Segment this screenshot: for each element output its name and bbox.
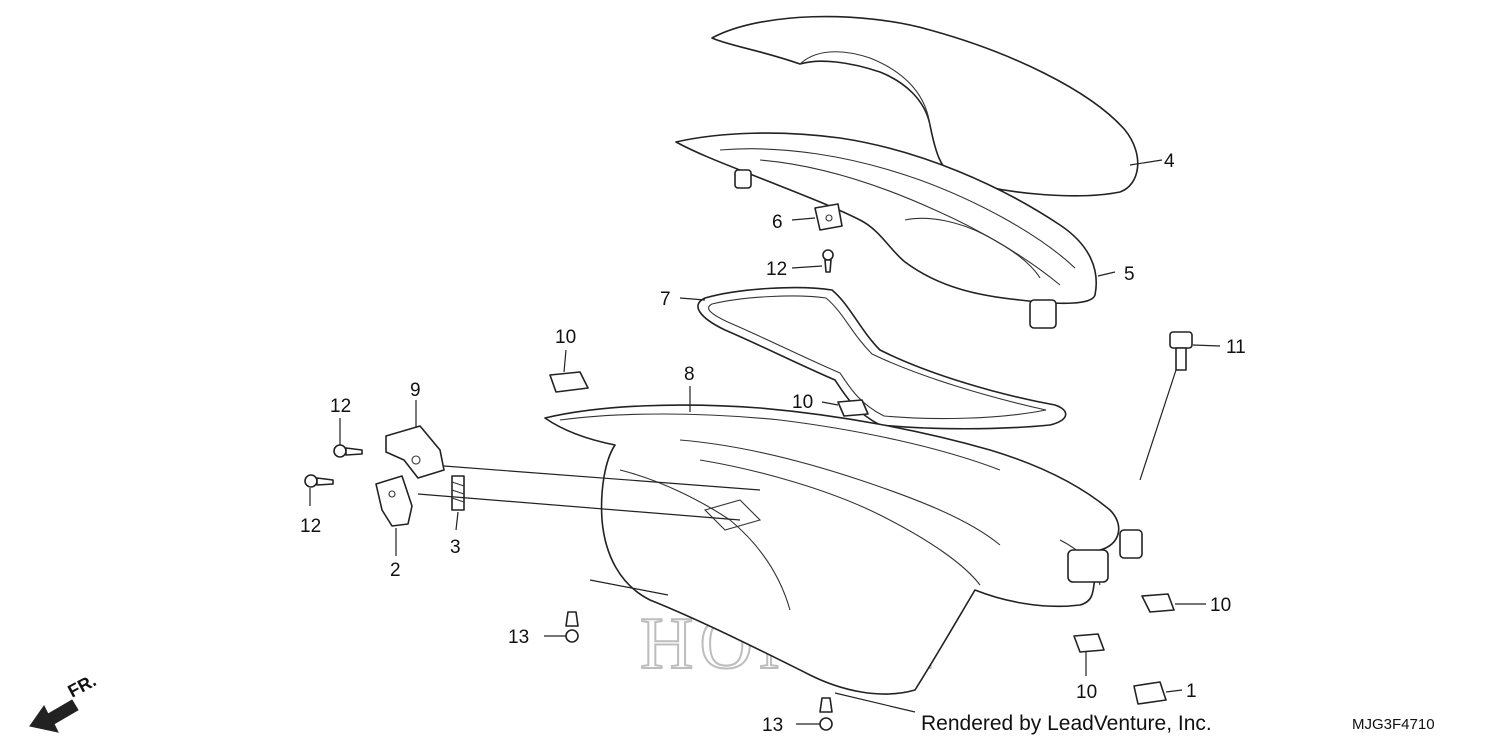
callout-5: 5 — [1124, 264, 1135, 285]
part-11-bolt[interactable] — [1169, 331, 1193, 371]
callout-13-left: 13 — [508, 627, 529, 648]
diagram-code: MJG3F4710 — [1352, 716, 1435, 733]
part-10-clip-d[interactable] — [1073, 633, 1105, 653]
callout-11: 11 — [1226, 337, 1246, 358]
part-10-clip-a[interactable] — [549, 371, 589, 393]
front-direction-indicator: FR. — [29, 670, 99, 733]
part-12-screw-left-lower[interactable] — [304, 474, 334, 488]
part-9-latch-plate[interactable] — [385, 425, 445, 479]
leader-lines — [309, 159, 1221, 725]
callout-12-left-lower: 12 — [300, 516, 321, 537]
part-13-screw-bottom[interactable] — [819, 697, 833, 731]
callout-3: 3 — [450, 537, 461, 558]
part-10-clip-c[interactable] — [1141, 593, 1175, 613]
callout-2: 2 — [390, 560, 401, 581]
part-12-screw-left-upper[interactable] — [333, 444, 363, 458]
callout-9: 9 — [410, 380, 421, 401]
part-13-screw-left[interactable] — [565, 611, 579, 643]
part-10-clip-b[interactable] — [837, 399, 869, 417]
callout-10-right: 10 — [1210, 595, 1231, 616]
part-2-latch-bracket[interactable] — [375, 475, 413, 527]
callout-13-bottom: 13 — [762, 715, 783, 736]
callout-8: 8 — [684, 364, 695, 385]
callout-7: 7 — [660, 289, 671, 310]
part-7-seal[interactable] — [697, 286, 1067, 430]
front-direction-label: FR. — [64, 670, 99, 701]
callout-12-left-upper: 12 — [330, 396, 351, 417]
callout-1: 1 — [1186, 681, 1197, 702]
part-12-screw-upper[interactable] — [822, 249, 834, 273]
callout-4: 4 — [1164, 151, 1175, 172]
part-4-top-cover[interactable] — [711, 15, 1139, 197]
part-5-inner-lid[interactable] — [675, 132, 1097, 329]
callout-12-upper: 12 — [766, 259, 787, 280]
part-1-rubber-cap[interactable] — [1133, 681, 1167, 705]
part-6-bracket[interactable] — [814, 203, 843, 231]
part-3-spring[interactable] — [451, 475, 465, 511]
part-8-storage-box[interactable] — [544, 404, 1143, 695]
front-arrow-icon — [29, 699, 79, 733]
callout-10-upper: 10 — [555, 327, 576, 348]
callout-10-bottom: 10 — [1076, 682, 1097, 703]
render-credit: Rendered by LeadVenture, Inc. — [921, 712, 1212, 735]
callout-6: 6 — [772, 212, 783, 233]
callout-10-middle: 10 — [792, 392, 813, 413]
